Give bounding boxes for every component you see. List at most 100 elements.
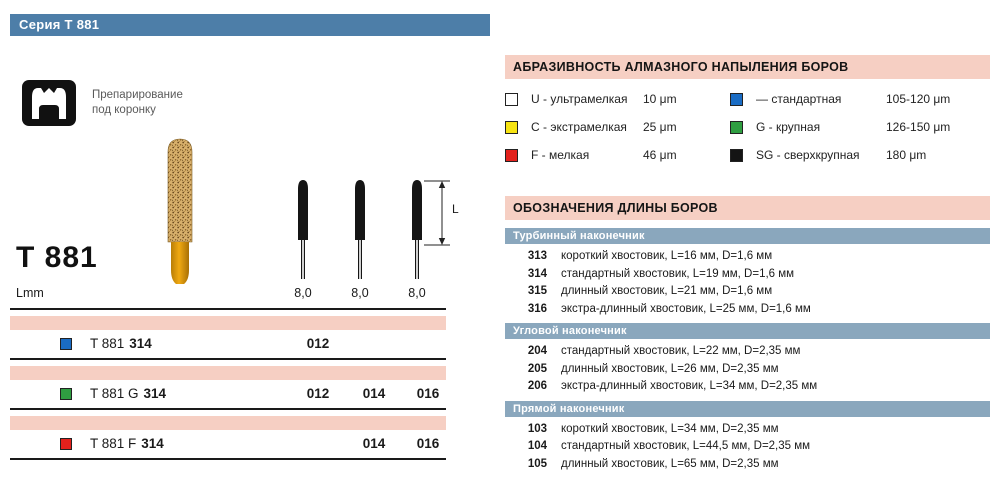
variant-size-014: 014 (362, 436, 386, 451)
variant-size-012: 012 (306, 336, 330, 351)
grit-size: 25 μm (643, 120, 677, 134)
variant-name: T 881 F 314 (90, 436, 164, 451)
crown-prep-icon (22, 80, 76, 131)
grit-label: U - ультрамелкая (531, 92, 628, 106)
tip-length-3: 8,0 (408, 286, 426, 300)
grit-size: 180 μm (886, 148, 927, 162)
variants-table: T 881 314 012 T 881 G 314 012 014 016 T 88… (10, 316, 446, 466)
variant-name: T 881 G 314 (90, 386, 166, 401)
shank-code: 204 (527, 345, 547, 357)
grit-label: G - крупная (756, 120, 821, 134)
series-title: Серия Т 881 (19, 17, 100, 32)
shank-desc: короткий хвостовик, L=16 мм, D=1,6 мм (561, 250, 773, 262)
application-text: Препарирование под коронку (92, 88, 183, 118)
section-turbine-rows: 313 короткий хвостовик, L=16 мм, D=1,6 мм… (505, 244, 990, 323)
bur-silhouette-1 (298, 180, 308, 279)
shank-desc: стандартный хвостовик, L=44,5 мм, D=2,35… (561, 440, 811, 452)
legend-item-f: F - мелкая 46 μm (505, 148, 730, 162)
variant-size-012: 012 (306, 386, 330, 401)
section-turbine-handpiece: Турбинный наконечник (505, 228, 990, 244)
abrasiveness-header: АБРАЗИВНОСТЬ АЛМАЗНОГО НАПЫЛЕНИЯ БОРОВ (505, 55, 990, 79)
shank-desc: короткий хвостовик, L=34 мм, D=2,35 мм (561, 422, 779, 435)
variant-stripe (10, 416, 446, 430)
shank-code: 104 (527, 440, 547, 452)
variant-model: T 881 (90, 336, 125, 351)
shank-code: 206 (527, 380, 547, 392)
shank-code: 316 (527, 302, 547, 315)
application-line2: под коронку (92, 104, 156, 116)
length-codes-header: ОБОЗНАЧЕНИЯ ДЛИНЫ БОРОВ (505, 196, 990, 220)
grit-swatch-coarse (60, 388, 72, 400)
section-straight-handpiece: Прямой наконечник (505, 400, 990, 417)
length-code-row: 205 длинный хвостовик, L=26 мм, D=2,35 мм (505, 361, 990, 379)
table-row: T 881 G 314 012 014 016 (10, 383, 446, 410)
grit-size: 126-150 μm (886, 120, 951, 134)
length-dimension-label: L (452, 202, 459, 216)
variant-shank-code: 314 (141, 436, 164, 451)
length-code-row: 104 стандартный хвостовик, L=44,5 мм, D=2… (505, 438, 990, 456)
model-name: T 881 (16, 241, 98, 274)
diamond-bur-illustration (167, 138, 193, 284)
grit-size: 10 μm (643, 92, 677, 106)
grit-swatch-ultrafine (505, 92, 518, 106)
section-angle-rows: 204 стандартный хвостовик, L=22 мм, D=2,3… (505, 339, 990, 401)
legend-item-u: U - ультрамелкая 10 μm (505, 92, 730, 106)
grit-swatch-fine (60, 438, 72, 450)
variant-model: T 881 F (90, 436, 137, 451)
grit-label: SG - сверхкрупная (756, 148, 860, 162)
grit-size: 46 μm (643, 148, 677, 162)
grit-label: F - мелкая (531, 148, 590, 162)
tip-length-2: 8,0 (351, 286, 369, 300)
length-code-row: 204 стандартный хвостовик, L=22 мм, D=2,3… (505, 343, 990, 361)
shank-code: 103 (527, 422, 547, 435)
length-code-row: 206 экстра-длинный хвостовик, L=34 мм, D=… (505, 378, 990, 396)
tip-length-1: 8,0 (294, 286, 312, 300)
shank-desc: экстра-длинный хвостовик, L=34 мм, D=2,3… (561, 380, 818, 392)
variant-size-016: 016 (416, 436, 440, 451)
length-unit-label: Lmm (16, 286, 44, 300)
shank-desc: экстра-длинный хвостовик, L=25 мм, D=1,6… (561, 302, 811, 315)
legend-item-c: C - экстрамелкая 25 μm (505, 120, 730, 134)
variant-model: T 881 G (90, 386, 139, 401)
variant-size-016: 016 (416, 386, 440, 401)
tooth-crown-icon (22, 80, 76, 126)
variant-size-014: 014 (362, 386, 386, 401)
legend-item-g: G - крупная 126-150 μm (730, 120, 990, 134)
variant-group-coarse: T 881 G 314 012 014 016 (10, 366, 446, 410)
variant-shank-code: 314 (129, 336, 152, 351)
shank-code: 205 (527, 362, 547, 375)
legend-item-standard: — стандартная 105-120 μm (730, 92, 990, 106)
variant-stripe (10, 366, 446, 380)
shank-desc: стандартный хвостовик, L=22 мм, D=2,35 м… (561, 345, 801, 357)
variant-group-standard: T 881 314 012 (10, 316, 446, 360)
grit-swatch-coarse (730, 120, 743, 134)
length-dimension-arrow (424, 180, 450, 246)
variant-group-fine: T 881 F 314 014 016 (10, 416, 446, 460)
shank-code: 313 (527, 250, 547, 262)
grit-label: C - экстрамелкая (531, 120, 627, 134)
legend-item-sg: SG - сверхкрупная 180 μm (730, 148, 990, 162)
shank-desc: длинный хвостовик, L=26 мм, D=2,35 мм (561, 362, 779, 375)
table-row: T 881 F 314 014 016 (10, 433, 446, 460)
length-codes-sections: Турбинный наконечник 313 короткий хвостов… (505, 228, 990, 478)
table-top-rule (10, 308, 446, 310)
grit-swatch-fine (505, 148, 518, 162)
shank-desc: стандартный хвостовик, L=19 мм, D=1,6 мм (561, 267, 795, 280)
series-header-bar: Серия Т 881 (10, 14, 490, 36)
bur-silhouette-3 (412, 180, 422, 279)
table-row: T 881 314 012 (10, 333, 446, 360)
variant-stripe (10, 316, 446, 330)
bur-silhouette-2 (355, 180, 365, 279)
variant-name: T 881 314 (90, 336, 152, 351)
variant-shank-code: 314 (143, 386, 167, 401)
shank-desc: длинный хвостовик, L=65 мм, D=2,35 мм (561, 457, 779, 470)
shank-code: 105 (527, 457, 547, 470)
grit-swatch-supercoarse (730, 148, 743, 162)
grit-swatch-standard (60, 338, 72, 350)
abrasiveness-legend: U - ультрамелкая 10 μm — стандартная 105… (505, 92, 990, 162)
grit-swatch-standard (730, 92, 743, 106)
length-code-row: 103 короткий хвостовик, L=34 мм, D=2,35 м… (505, 421, 990, 439)
